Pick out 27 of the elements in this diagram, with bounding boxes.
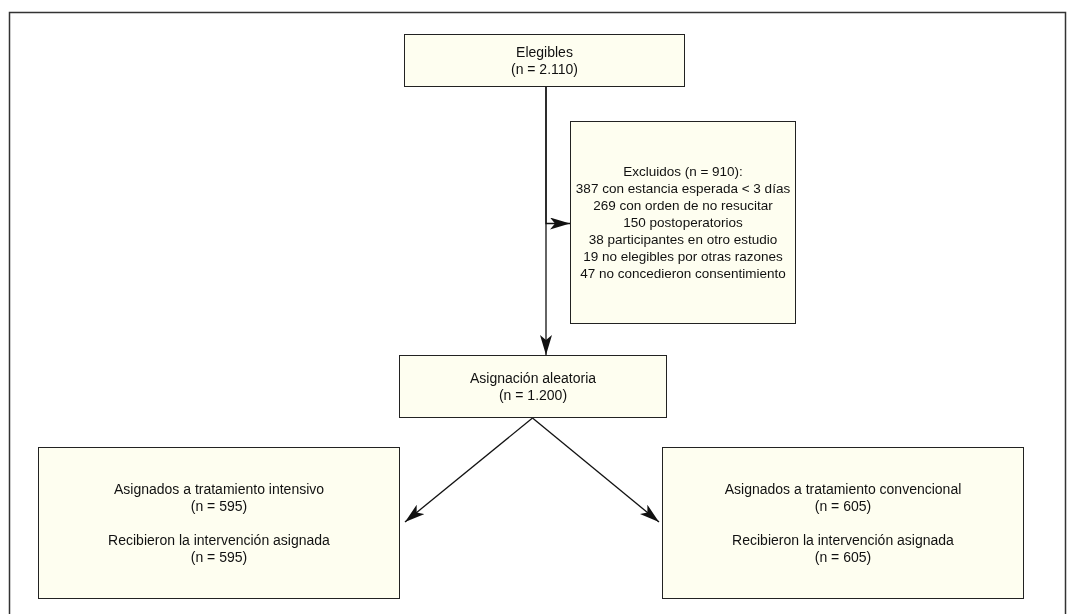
group-box: [38, 447, 400, 599]
box-text: (n = 605): [814, 497, 872, 515]
exclusion-box: [570, 121, 796, 324]
box-text: 150 postoperatorios: [623, 214, 743, 231]
box-heading: Asignados a tratamiento convencional: [724, 480, 962, 498]
box-text: Recibieron la intervención asignada: [108, 531, 330, 549]
box-text: 19 no elegibles por otras razones: [583, 248, 783, 265]
box-heading: Elegibles: [516, 43, 573, 61]
box-text: (n = 595): [190, 548, 248, 566]
box-text: (n = 1.200): [498, 386, 568, 404]
box-text: (n = 605): [814, 548, 872, 566]
box-text: 38 participantes en otro estudio: [588, 231, 778, 248]
box-text: (n = 2.110): [510, 60, 579, 78]
box-heading: Asignados a tratamiento intensivo: [113, 480, 325, 498]
group-box: [662, 447, 1024, 599]
start-box: [404, 34, 685, 87]
box-text: 387 con estancia esperada < 3 días: [575, 180, 791, 197]
box-heading: Asignación aleatoria: [469, 369, 597, 387]
arrow: [404, 417, 534, 523]
box-text: (n = 595): [190, 497, 248, 515]
box-text: 269 con orden de no resucitar: [593, 197, 773, 214]
box-heading: Excluidos (n = 910):: [623, 163, 743, 180]
box-text: Recibieron la intervención asignada: [732, 531, 954, 549]
arrow: [545, 86, 571, 230]
arrow: [531, 417, 660, 523]
process-box: [399, 355, 667, 418]
box-text: 47 no concedieron consentimiento: [580, 265, 786, 282]
